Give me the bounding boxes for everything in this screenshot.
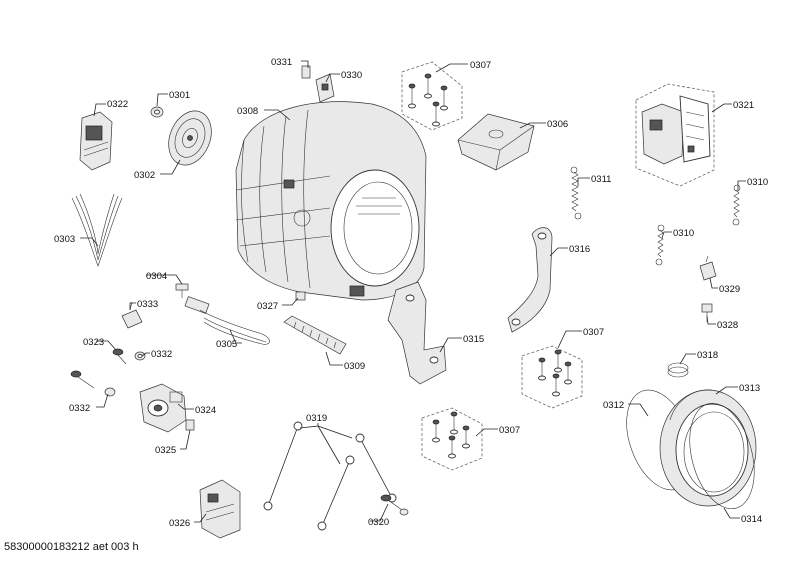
leader-lines [80, 60, 746, 523]
label-0308: 0308 [237, 106, 258, 117]
label-0319: 0319 [306, 413, 327, 424]
label-0307-top: 0307 [470, 60, 491, 71]
screw-0323-part [112, 348, 127, 365]
counterweight-part [457, 113, 535, 171]
ntc-sensor-0304-part [175, 283, 189, 298]
screw-0332-b-part [70, 370, 116, 397]
label-0306: 0306 [547, 119, 568, 130]
label-0315: 0315 [463, 334, 484, 345]
label-0330: 0330 [341, 70, 362, 81]
label-0307-mid: 0307 [583, 327, 604, 338]
drain-pump-part [139, 383, 187, 433]
label-0331: 0331 [271, 57, 292, 68]
clip-part [301, 65, 311, 79]
pin-0328-part [701, 303, 713, 322]
door-seal-part [659, 389, 757, 507]
side-bracket-0315-part [387, 281, 447, 385]
label-0322: 0322 [107, 99, 128, 110]
spring-0310-a-part [732, 184, 741, 226]
screw-set-middle [538, 349, 572, 397]
side-bracket-0316-part [507, 227, 553, 333]
label-0307-bottom: 0307 [499, 425, 520, 436]
label-0309: 0309 [344, 361, 365, 372]
label-0325: 0325 [155, 445, 176, 456]
small-bracket-0329-part [699, 255, 717, 281]
label-0304: 0304 [146, 271, 167, 282]
screw-set-top [408, 73, 448, 127]
label-0321: 0321 [733, 100, 754, 111]
tub-drum-part [235, 101, 427, 301]
sensor-part [315, 73, 335, 103]
clamp-ring-0314-part [689, 402, 755, 510]
drive-belt-part [71, 193, 123, 267]
label-0318: 0318 [697, 350, 718, 361]
screw-set-bottom [432, 411, 470, 459]
part-labels: 0331 0330 0307 0322 0301 0308 0306 0321 … [54, 57, 768, 529]
label-0312: 0312 [603, 400, 624, 411]
label-0324: 0324 [195, 405, 216, 416]
label-0316: 0316 [569, 244, 590, 255]
label-0301: 0301 [169, 90, 190, 101]
label-0302: 0302 [134, 170, 155, 181]
clamp-ring-0318-part [667, 362, 689, 378]
label-0323: 0323 [83, 337, 104, 348]
label-0303: 0303 [54, 234, 75, 245]
spring-0311-part [570, 166, 582, 220]
control-module-part [79, 111, 113, 171]
spring-0310-b-part [655, 224, 665, 266]
shock-absorber-left-part [263, 421, 303, 511]
shock-absorber-right-part [355, 433, 397, 503]
label-0328: 0328 [717, 320, 738, 331]
paddle-lifter-part [283, 315, 347, 355]
label-0332-b: 0332 [69, 403, 90, 414]
drawing-reference-number: 58300000183212 aet 003 h [4, 541, 139, 553]
screw-0320-part [380, 494, 409, 516]
group-box-0321 [635, 83, 715, 187]
label-0329: 0329 [719, 284, 740, 295]
label-0311: 0311 [591, 174, 611, 185]
label-0332-a: 0332 [151, 349, 172, 360]
clip-0325-part [185, 419, 195, 431]
label-0310-b: 0310 [673, 228, 694, 239]
label-0333: 0333 [137, 299, 158, 310]
label-0326: 0326 [169, 518, 190, 529]
motor-control-assembly-part [641, 95, 711, 165]
label-0327: 0327 [257, 301, 278, 312]
label-0314: 0314 [741, 514, 762, 525]
label-0313: 0313 [739, 383, 760, 394]
electronic-module-part [199, 479, 241, 539]
plug-0332-a-part [134, 351, 146, 361]
label-0305: 0305 [216, 339, 237, 350]
group-box-0307-mid [521, 345, 583, 409]
pulley-part [168, 110, 212, 166]
label-0310-a: 0310 [747, 177, 768, 188]
shock-absorber-center-part [317, 455, 355, 531]
group-box-0307-bottom [421, 407, 483, 471]
heater-element-part [184, 296, 270, 345]
small-clip-0327-part [295, 291, 306, 301]
label-0320: 0320 [368, 517, 389, 528]
group-box-0307-top [401, 61, 463, 131]
nut-part [150, 106, 164, 118]
